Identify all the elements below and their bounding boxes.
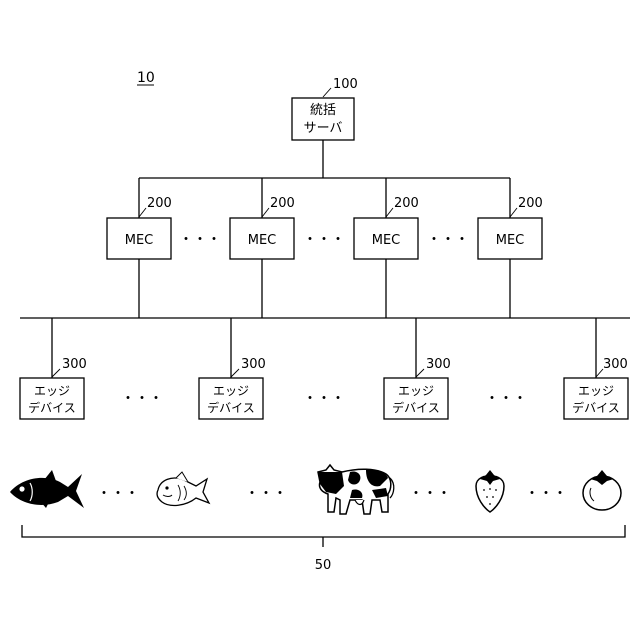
taiyaki-icon [157, 472, 209, 505]
edge-device-ref: 300 [62, 357, 87, 372]
mec-ref: 200 [394, 196, 419, 211]
edge-device-leader [596, 369, 603, 377]
edge-device-label-line1: エッジ [34, 384, 70, 398]
mec-node: MEC 200 [107, 178, 172, 318]
edge-device-ref: 300 [603, 357, 628, 372]
object-ellipsis: ・・・ [245, 486, 287, 502]
mec-ref: 200 [270, 196, 295, 211]
strawberry-icon [476, 470, 504, 512]
object-ellipsis: ・・・ [409, 486, 451, 502]
edge-device-label-line2: デバイス [392, 400, 440, 415]
edge-device-ref: 300 [241, 357, 266, 372]
mec-ellipsis: ・・・ [179, 232, 221, 248]
edge-device-ref: 300 [426, 357, 451, 372]
edge-device-label-line1: エッジ [578, 384, 614, 398]
mec-node: MEC 200 [230, 178, 295, 318]
mec-label: MEC [125, 233, 154, 248]
mec-ref: 200 [147, 196, 172, 211]
mec-ellipsis: ・・・ [427, 232, 469, 248]
mec-ref: 200 [518, 196, 543, 211]
mec-ellipsis: ・・・ [303, 232, 345, 248]
central-server-ref: 100 [333, 77, 358, 92]
edge-device-label-line1: エッジ [398, 384, 434, 398]
object-ellipsis: ・・・ [97, 486, 139, 502]
edge-device-label-line2: デバイス [28, 400, 76, 415]
mec-label: MEC [248, 233, 277, 248]
mec-leader [139, 208, 146, 217]
cow-icon [318, 465, 394, 514]
edge-device-label-line2: デバイス [207, 400, 255, 415]
objects-ref: 50 [315, 558, 332, 573]
central-server-label-line1: 統括 [310, 103, 336, 118]
object-ellipsis: ・・・ [525, 486, 567, 502]
edge-device: エッジ デバイス 300 [384, 318, 451, 419]
central-server: 統括 サーバ 100 [292, 77, 358, 140]
mec-leader [386, 208, 393, 217]
mec-leader [262, 208, 269, 217]
mec-node: MEC 200 [354, 178, 419, 318]
edge-device-leader [52, 369, 60, 377]
tomato-icon [583, 470, 621, 510]
edge-device: エッジ デバイス 300 [199, 318, 266, 419]
mec-node: MEC 200 [478, 178, 543, 318]
edge-device: エッジ デバイス 300 [20, 318, 87, 419]
objects-bracket [22, 525, 625, 537]
figure-label: 10 [137, 70, 155, 86]
edge-device: エッジ デバイス 300 [564, 318, 628, 419]
edge-ellipsis: ・・・ [303, 391, 345, 407]
mec-label: MEC [496, 233, 525, 248]
central-server-leader [323, 88, 331, 97]
edge-ellipsis: ・・・ [121, 391, 163, 407]
edge-device-leader [416, 369, 424, 377]
edge-device-leader [231, 369, 239, 377]
mec-leader [510, 208, 517, 217]
edge-device-label-line2: デバイス [572, 400, 620, 415]
edge-ellipsis: ・・・ [485, 391, 527, 407]
edge-device-label-line1: エッジ [213, 384, 249, 398]
central-server-label-line2: サーバ [304, 121, 343, 136]
mec-label: MEC [372, 233, 401, 248]
fish-icon [10, 470, 84, 508]
